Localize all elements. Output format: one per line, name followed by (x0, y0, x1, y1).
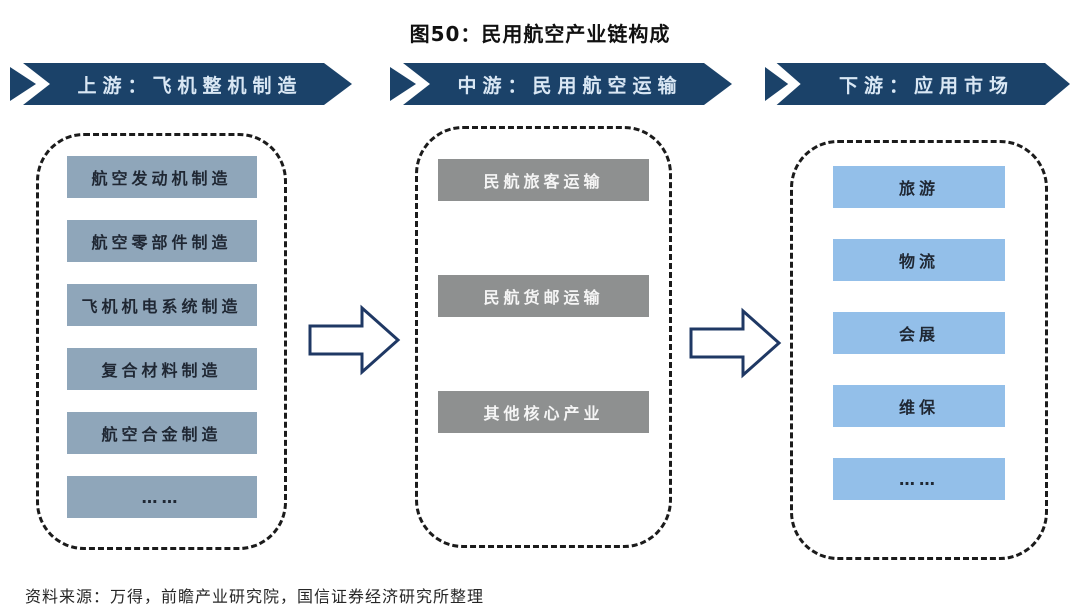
chain-item-upstream-ellipsis: …… (66, 476, 257, 518)
flow-arrow-icon (308, 304, 401, 376)
chain-item-downstream-ellipsis: …… (833, 458, 1005, 500)
midstream-group: 民航旅客运输 民航货邮运输 其他核心产业 (415, 126, 672, 548)
chain-item-composite-materials: 复合材料制造 (66, 348, 257, 390)
stage-banner-upstream-label: 上游：飞机整机制造 (77, 74, 303, 97)
chain-item-maintenance: 维保 (833, 385, 1005, 427)
chain-item-engine-manufacturing: 航空发动机制造 (66, 156, 257, 198)
downstream-item-stack: 旅游 物流 会展 维保 …… (793, 143, 1045, 557)
banner-ribbon-arrow-icon (10, 63, 352, 105)
banner-ribbon-arrow-icon (765, 63, 1070, 105)
chain-item-parts-manufacturing: 航空零部件制造 (66, 220, 257, 262)
stage-banner-midstream-label: 中游：民用航空运输 (457, 74, 683, 97)
downstream-group: 旅游 物流 会展 维保 …… (790, 140, 1048, 560)
midstream-item-stack: 民航旅客运输 民航货邮运输 其他核心产业 (418, 129, 669, 545)
figure-title: 图50：民用航空产业链构成 (409, 22, 671, 46)
stage-banner-downstream: 下游：应用市场 (765, 63, 1070, 105)
chain-item-logistics: 物流 (833, 239, 1005, 281)
source-note: 资料来源：万得，前瞻产业研究院，国信证券经济研究所整理 (25, 587, 485, 606)
chain-item-aviation-alloys: 航空合金制造 (66, 412, 257, 454)
chain-item-other-core-industries: 其他核心产业 (438, 391, 649, 433)
chain-item-electromechanical-systems: 飞机机电系统制造 (66, 284, 257, 326)
banner-ribbon-arrow-icon (390, 63, 732, 105)
chain-item-tourism: 旅游 (833, 166, 1005, 208)
upstream-item-stack: 航空发动机制造 航空零部件制造 飞机机电系统制造 复合材料制造 航空合金制造 …… (39, 136, 284, 547)
stage-banner-midstream: 中游：民用航空运输 (390, 63, 732, 105)
stage-banner-downstream-label: 下游：应用市场 (838, 74, 1014, 97)
chain-item-passenger-transport: 民航旅客运输 (438, 159, 649, 201)
chain-item-exhibitions: 会展 (833, 312, 1005, 354)
stage-banner-upstream: 上游：飞机整机制造 (10, 63, 352, 105)
flow-arrow-icon (689, 307, 782, 379)
chain-item-cargo-mail-transport: 民航货邮运输 (438, 275, 649, 317)
upstream-group: 航空发动机制造 航空零部件制造 飞机机电系统制造 复合材料制造 航空合金制造 …… (36, 133, 287, 550)
